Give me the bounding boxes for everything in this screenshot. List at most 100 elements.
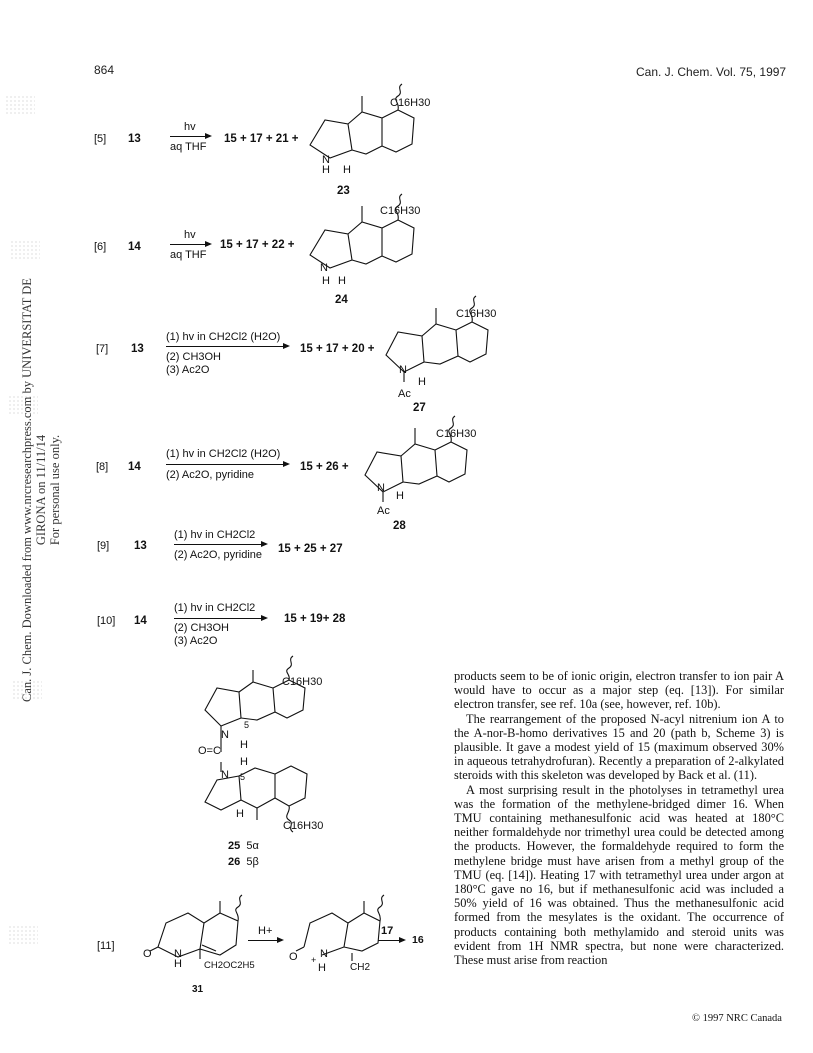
compound-number: 25 <box>228 840 241 852</box>
personal-use-line: For personal use only. <box>48 434 62 546</box>
steroid-structure-27 <box>385 295 489 382</box>
body-text: products seem to be of ionic origin, ele… <box>454 669 784 967</box>
hydrogen-label: H <box>338 275 346 287</box>
side-chain-label: C16H30 <box>456 308 497 320</box>
scan-noise <box>5 95 35 115</box>
hydrogen-label: H <box>240 756 248 768</box>
nitrogen-label: N <box>221 769 229 781</box>
iminium-structure <box>295 894 385 961</box>
side-chain-label: C16H30 <box>380 205 421 217</box>
nitrogen-label: N <box>320 948 328 960</box>
page-number: 864 <box>94 63 115 77</box>
reaction-arrow <box>170 133 212 139</box>
download-line: Can. J. Chem. Downloaded from www.nrcres… <box>20 278 48 702</box>
reaction-condition: aq THF <box>170 141 207 153</box>
equation-number: [9] <box>97 540 110 552</box>
hydrogen-label: H <box>236 808 244 820</box>
hydrogen-label: H <box>322 275 330 287</box>
oxygen-label: O <box>143 948 152 960</box>
download-watermark: Can. J. Chem. Downloaded from www.nrcres… <box>20 260 62 720</box>
methylene-label: CH2 <box>350 962 371 973</box>
reaction-condition: (3) Ac2O <box>174 635 218 647</box>
stereo-label: 5β <box>246 856 259 868</box>
nitrogen-label: N <box>221 729 229 741</box>
products: 15 + 17 + 22 + <box>220 239 295 251</box>
side-chain-label: C16H30 <box>436 428 477 440</box>
reaction-condition: (3) Ac2O <box>166 364 210 376</box>
compound-label: 28 <box>393 520 406 532</box>
reaction-condition: (1) hv in CH2Cl2 <box>174 602 256 614</box>
nitrogen-label: N <box>174 948 182 960</box>
acetyl-label: Ac <box>398 388 411 400</box>
enamine-structure-31 <box>149 894 243 959</box>
hydrogen-label: H <box>318 962 326 974</box>
reactant-number: 13 <box>134 540 147 552</box>
nitrogen-label: N <box>399 364 407 376</box>
compound-number: 26 <box>228 856 241 868</box>
products: 15 + 26 + <box>300 461 349 473</box>
reactant-number: 14 <box>134 615 147 627</box>
products: 15 + 19+ 28 <box>284 613 346 625</box>
ethoxymethyl-label: CH2OC2H5 <box>204 960 255 971</box>
position-label: 5 <box>244 720 250 730</box>
hydrogen-label: H <box>396 490 404 502</box>
scan-noise <box>12 680 42 700</box>
reaction-arrow <box>174 615 268 621</box>
reaction-condition: H+ <box>258 925 273 937</box>
paragraph: products seem to be of ionic origin, ele… <box>454 669 784 712</box>
compound-label: 24 <box>335 294 348 306</box>
scan-noise <box>8 925 38 945</box>
dimer-label-25: 25 5α <box>228 840 259 852</box>
products: 16 <box>412 934 424 946</box>
paragraph: A most surprising result in the photolys… <box>454 782 784 968</box>
reaction-condition: (2) Ac2O, pyridine <box>174 549 263 561</box>
carbonyl-label: O=C <box>198 745 221 757</box>
hydrogen-label: H <box>343 164 351 176</box>
side-chain-label: C16H30 <box>390 97 431 109</box>
reactant-number: 13 <box>131 343 144 355</box>
reaction-condition: hv <box>184 121 196 133</box>
dimer-structure-25-26 <box>204 655 308 833</box>
reaction-condition: (2) CH3OH <box>174 622 230 634</box>
products: 15 + 17 + 20 + <box>300 343 375 355</box>
reaction-condition: hv <box>184 229 196 241</box>
steroid-structure-28 <box>364 415 468 502</box>
equation-number: [10] <box>97 615 116 627</box>
steroid-structure-24 <box>309 193 415 269</box>
reactant-number: 14 <box>128 461 141 473</box>
reaction-condition: aq THF <box>170 249 207 261</box>
products: 15 + 25 + 27 <box>278 543 343 555</box>
hydrogen-label: H <box>174 958 182 970</box>
scan-noise <box>10 240 40 260</box>
reaction-arrow <box>174 541 268 547</box>
dimer-label-26: 26 5β <box>228 856 259 868</box>
nitrogen-label: N <box>322 154 330 166</box>
reaction-condition: (1) hv in CH2Cl2 <box>174 529 256 541</box>
reaction-condition: (2) CH3OH <box>166 351 222 363</box>
reagent-label: 17 <box>381 925 394 937</box>
nitrogen-label: N <box>377 482 385 494</box>
compound-label: 27 <box>413 402 426 414</box>
reaction-condition: (1) hv in CH2Cl2 (H2O) <box>166 331 281 343</box>
reactant-number: 14 <box>128 241 141 253</box>
reaction-condition: (1) hv in CH2Cl2 (H2O) <box>166 448 281 460</box>
side-chain-label: C16H30 <box>282 676 323 688</box>
acetyl-label: Ac <box>377 505 390 517</box>
paragraph: The rearrangement of the proposed N-acyl… <box>454 711 784 783</box>
stereo-label: 5α <box>246 840 259 852</box>
positive-charge: + <box>311 955 317 965</box>
side-chain-label: C16H30 <box>283 820 324 832</box>
journal-header: Can. J. Chem. Vol. 75, 1997 <box>636 65 787 79</box>
hydrogen-label: H <box>418 376 426 388</box>
scan-noise <box>8 395 38 415</box>
products: 15 + 17 + 21 + <box>224 133 299 145</box>
position-label: 5 <box>240 772 246 782</box>
equation-number: [11] <box>97 940 115 952</box>
oxygen-label: O <box>289 951 298 963</box>
reaction-arrow <box>166 461 290 467</box>
reactant-number: 13 <box>128 133 141 145</box>
equation-number: [5] <box>94 133 107 145</box>
hydrogen-label: H <box>322 164 330 176</box>
equation-number: [7] <box>96 343 109 355</box>
hydrogen-label: H <box>240 739 248 751</box>
